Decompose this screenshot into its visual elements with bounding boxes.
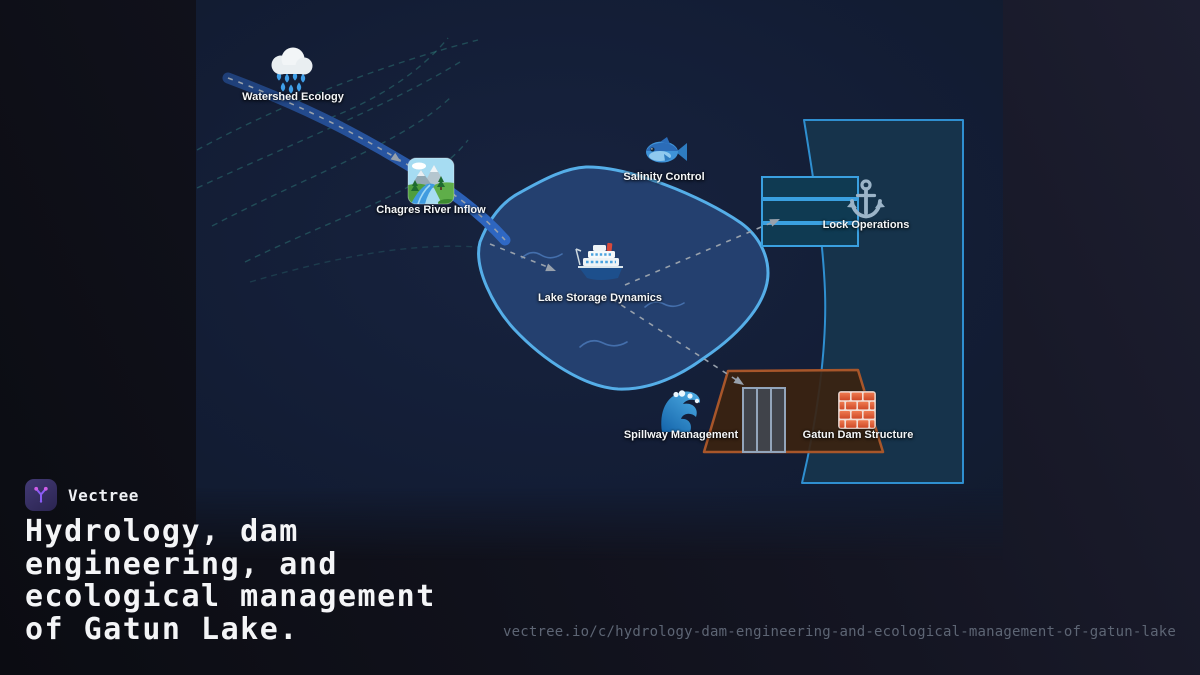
page-title-line: ecological management — [25, 579, 436, 614]
node-label-lake-storage-dynamics: Lake Storage Dynamics — [537, 292, 663, 304]
lock-chamber — [761, 223, 859, 247]
node-label-gatun-dam-structure: Gatun Dam Structure — [802, 429, 914, 441]
connectors — [489, 219, 780, 385]
brand-logo — [25, 479, 57, 511]
rain-cloud-icon[interactable] — [271, 47, 313, 94]
lock-chamber — [761, 199, 859, 223]
tree-branch-icon — [34, 486, 48, 503]
arrowhead-to-ship — [545, 263, 556, 272]
cruise-ship-icon[interactable] — [575, 242, 623, 280]
river-arrowhead — [390, 152, 401, 162]
connector-lake-to-locks — [624, 221, 774, 286]
node-label-salinity-control: Salinity Control — [623, 171, 705, 183]
node-label-lock-operations: Lock Operations — [822, 219, 910, 231]
river-landscape-icon[interactable] — [407, 157, 458, 207]
lake-shape — [477, 165, 770, 391]
node-label-spillway-management: Spillway Management — [623, 429, 739, 441]
spillway-gates — [742, 387, 786, 453]
page-title: Hydrology, dam engineering, and ecologic… — [25, 514, 436, 647]
lock-chambers — [761, 176, 859, 247]
anchor-icon[interactable] — [847, 179, 885, 219]
connector-lake-to-dam — [611, 298, 739, 382]
spillway-gate — [770, 387, 786, 453]
fish-icon[interactable] — [646, 137, 687, 163]
brand-name: Vectree — [68, 486, 139, 505]
lock-chamber — [761, 176, 859, 199]
ocean-wave-icon[interactable] — [661, 390, 701, 432]
page-title-line: engineering, and — [25, 546, 338, 582]
arrowhead-to-locks — [769, 219, 780, 227]
river-flow-dashes — [227, 77, 506, 241]
spillway-gate — [742, 387, 758, 453]
brick-wall-icon[interactable] — [837, 390, 877, 430]
node-label-watershed-ecology: Watershed Ecology — [242, 91, 344, 103]
canonical-url: vectree.io/c/hydrology-dam-engineering-a… — [502, 624, 1176, 640]
spillway-gate — [756, 387, 772, 453]
page-title-line: of Gatun Lake. — [25, 611, 299, 647]
node-label-chagres-river-inflow: Chagres River Inflow — [376, 204, 486, 216]
arrowhead-to-dam — [733, 376, 744, 385]
lake-wave-lines — [521, 251, 685, 348]
contour-lines — [196, 37, 521, 283]
page-title-line: Hydrology, dam — [25, 514, 299, 549]
